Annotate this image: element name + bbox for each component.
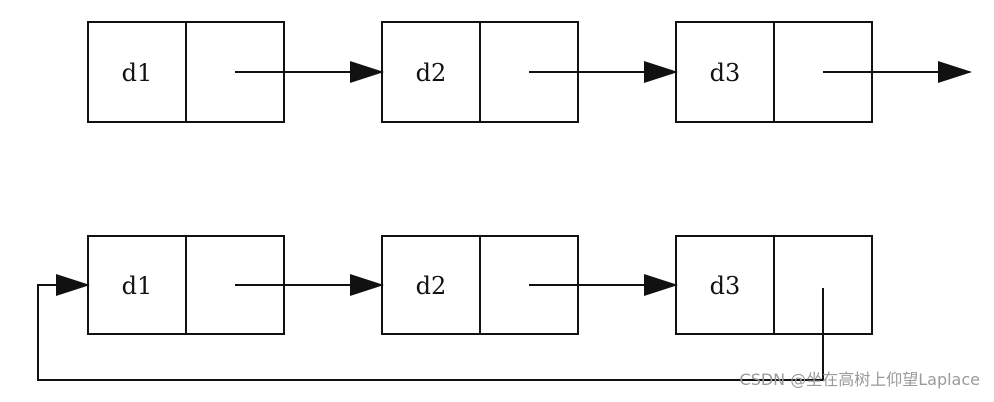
watermark: CSDN @坐在高树上仰望Laplace [739,370,980,389]
linear-list: d1 d2 d3 [87,21,972,123]
node-1-data-label: d1 [122,59,153,87]
circular-node-2-data-label: d2 [416,272,447,300]
loop-back-arrow [37,274,824,381]
circular-node-2: d2 [381,235,579,335]
circular-node-1-data-label: d1 [122,272,153,300]
circular-list: d1 d2 d3 [37,235,873,381]
circular-node-3: d3 [675,235,873,335]
node-2-data-label: d2 [416,59,447,87]
circular-node-3-data-label: d3 [710,272,741,300]
node-3-data-label: d3 [710,59,741,87]
